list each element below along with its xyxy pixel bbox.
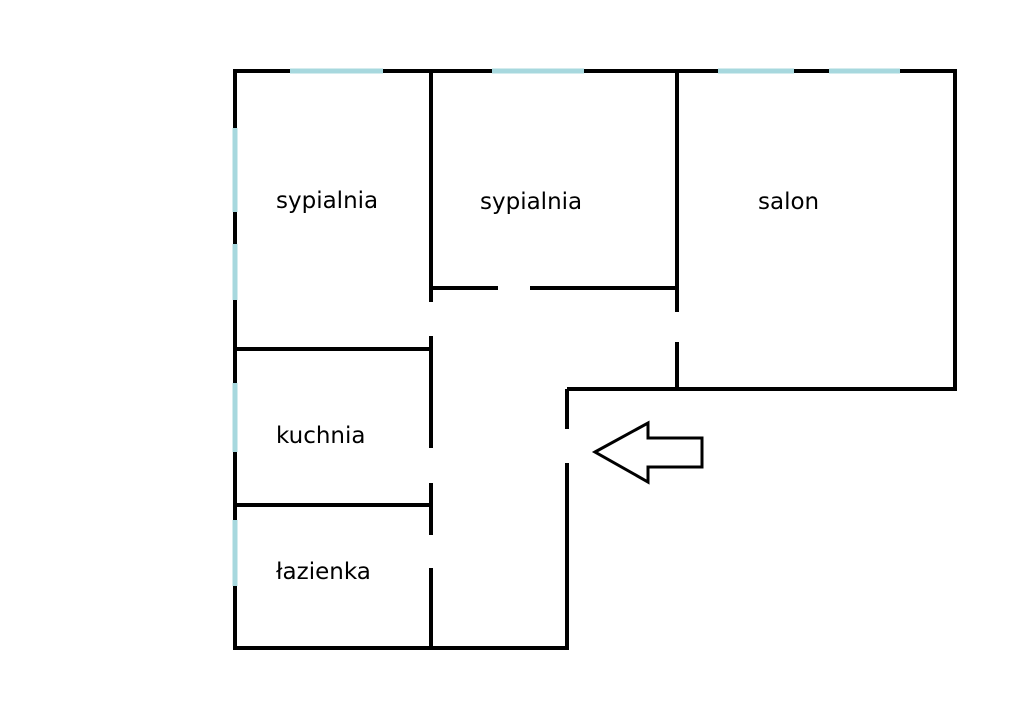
room-label-bedroom-1: sypialnia (276, 188, 378, 214)
room-label-bedroom-2: sypialnia (480, 189, 582, 215)
arrow-left-icon (591, 420, 704, 485)
room-label-kitchen: kuchnia (276, 423, 365, 449)
room-labels: sypialnia sypialnia salon kuchnia łazien… (276, 188, 819, 585)
room-label-living-room: salon (758, 189, 819, 215)
room-label-bathroom: łazienka (276, 559, 371, 585)
windows (232, 68, 900, 586)
